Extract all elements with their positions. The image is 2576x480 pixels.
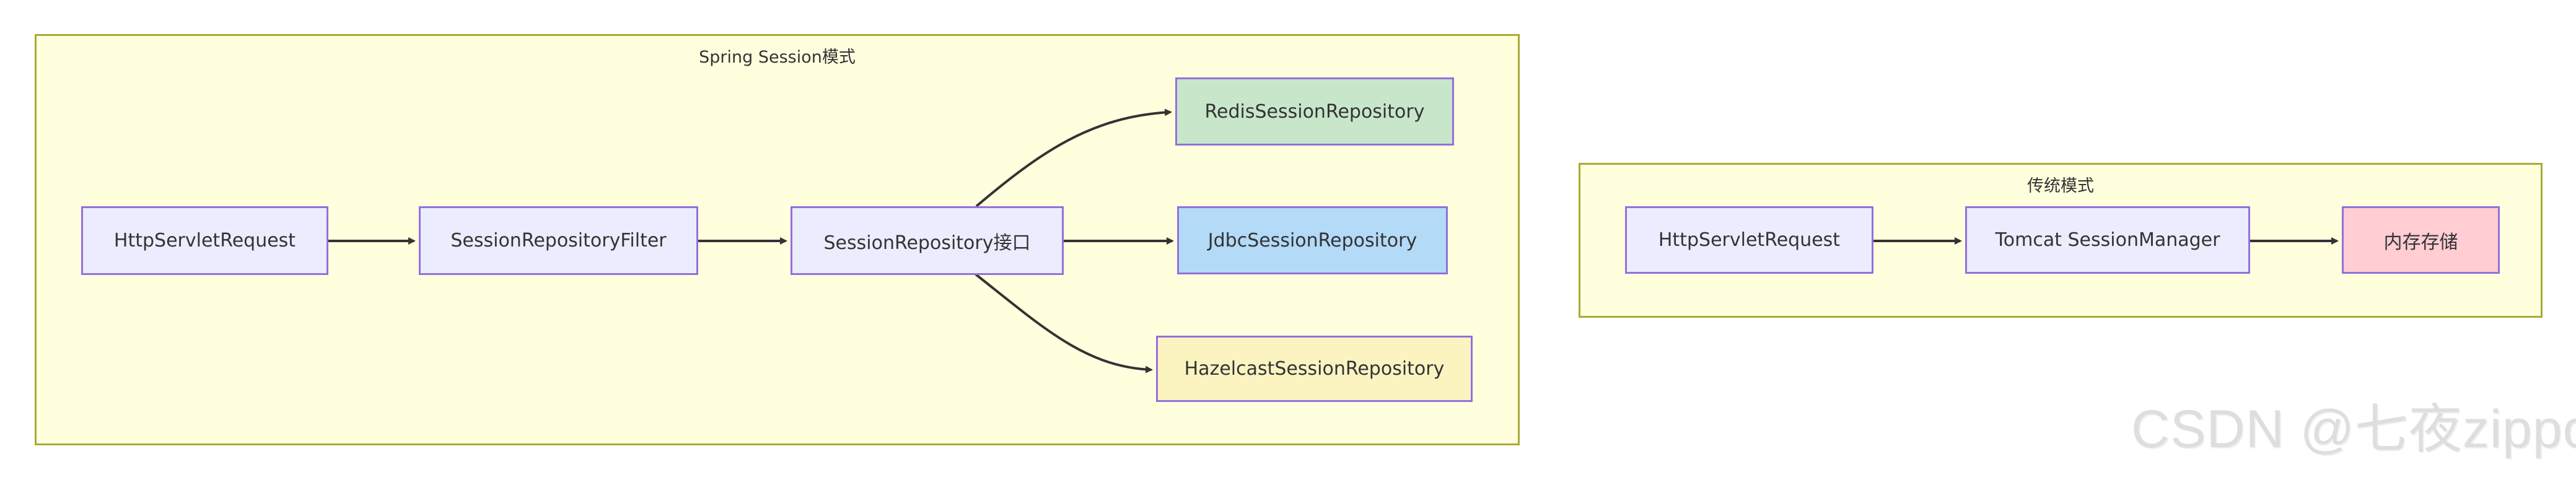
node-tomcat-session-manager: Tomcat SessionManager <box>1965 206 2250 274</box>
traditional-group-title: 传统模式 <box>2027 177 2094 196</box>
node-session-repository-filter: SessionRepositoryFilter <box>419 206 698 275</box>
node-jdbc-session-repository: JdbcSessionRepository <box>1177 206 1448 274</box>
node-session-repository-interface: SessionRepository接口 <box>791 206 1064 275</box>
node-memory-storage: 内存存储 <box>2342 206 2500 274</box>
csdn-watermark: CSDN @七夜zippoe <box>2131 399 2576 459</box>
node-traditional-http-servlet-request: HttpServletRequest <box>1625 206 1873 274</box>
node-http-servlet-request: HttpServletRequest <box>81 206 328 275</box>
node-redis-session-repository: RedisSessionRepository <box>1175 77 1454 146</box>
spring-session-group-title: Spring Session模式 <box>699 48 856 67</box>
node-hazelcast-session-repository: HazelcastSessionRepository <box>1156 336 1473 402</box>
